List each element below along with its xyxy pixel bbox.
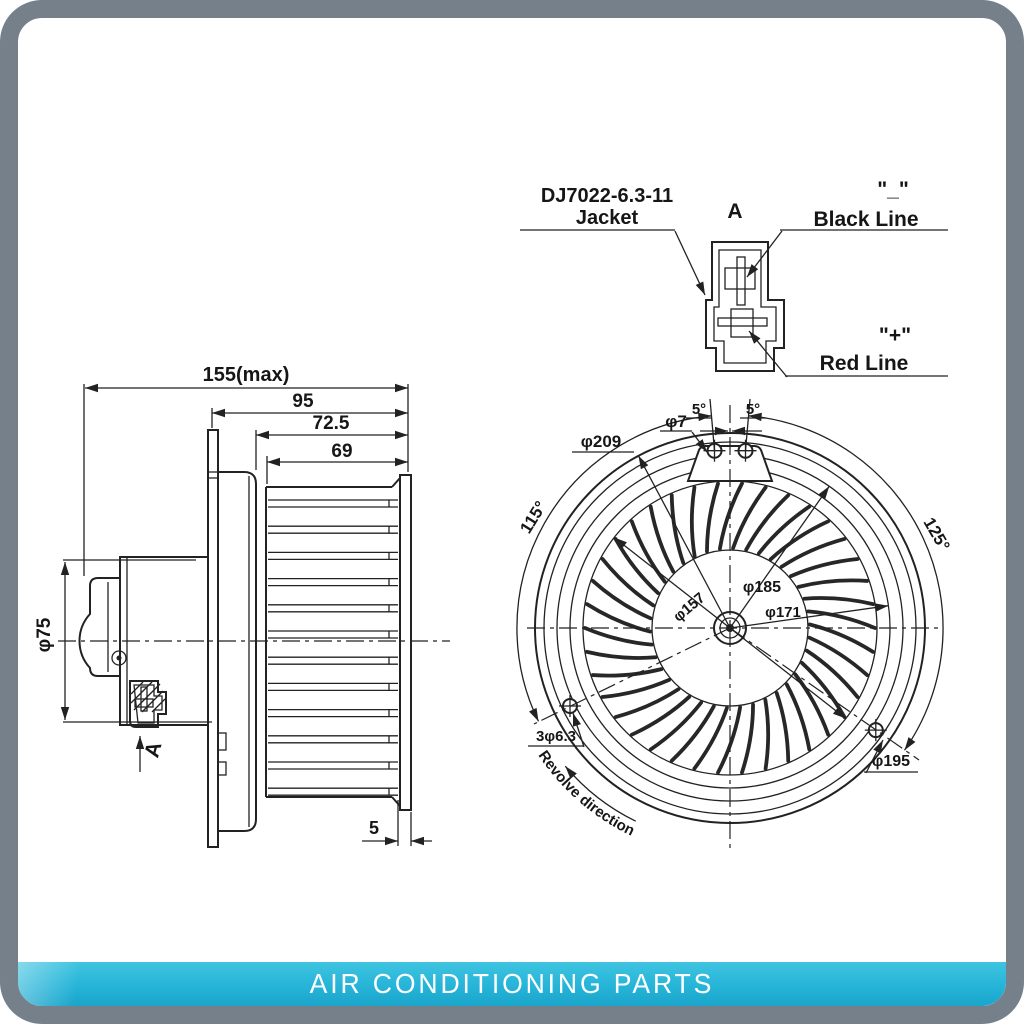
- connector-jacket-label: Jacket: [576, 207, 639, 229]
- revolve-direction-label: Revolve direction: [535, 748, 638, 840]
- dim-outer-diameter: φ209: [581, 432, 622, 451]
- dim-angle-top-right: 5°: [746, 401, 760, 418]
- positive-wire-label: Red Line: [820, 352, 909, 375]
- blower-wheel-side: [265, 474, 412, 811]
- connector-part-number: DJ7022-6.3-11: [541, 185, 673, 207]
- blower-blades: [583, 481, 877, 775]
- dim-flange-thickness: 5: [369, 818, 379, 838]
- dim-angle-left: 115°: [516, 498, 550, 537]
- section-label: A: [140, 739, 166, 760]
- scroll-flange: [218, 471, 257, 832]
- dim-pilot-hole: φ7: [665, 412, 687, 431]
- connector-detail: DJ7022-6.3-11 Jacket A "_" Black Line "+…: [520, 178, 948, 378]
- positive-terminal: [717, 317, 768, 327]
- negative-wire-label: Black Line: [813, 208, 918, 231]
- dim-angle-right: 125°: [920, 514, 954, 554]
- front-view: Revolve direction φ209 φ7 5° 5° 115° 125…: [516, 398, 954, 852]
- motor-bearing: [111, 650, 127, 666]
- dim-72-5: 72.5: [313, 413, 350, 434]
- side-view: A 155(max) 95 72.5 69 φ75 5: [34, 364, 450, 848]
- mounting-plate: [207, 429, 219, 848]
- negative-terminal: [736, 256, 746, 306]
- side-connector: [129, 680, 167, 728]
- connector-housing: [705, 241, 785, 372]
- negative-symbol: "_": [877, 178, 909, 201]
- dim-angle-top-left: 5°: [692, 401, 706, 418]
- motor-end-cap: [78, 577, 120, 677]
- dim-95: 95: [292, 391, 314, 412]
- banner-label: AIR CONDITIONING PARTS: [309, 968, 715, 999]
- dim-185: φ185: [743, 579, 781, 596]
- positive-symbol: "+": [879, 324, 911, 347]
- connector-view-label: A: [727, 200, 742, 223]
- dim-171: φ171: [765, 604, 801, 621]
- dim-motor-diameter: φ75: [34, 617, 55, 652]
- dim-bolt-circle: φ195: [872, 753, 910, 770]
- banner: AIR CONDITIONING PARTS: [18, 962, 1006, 1006]
- dim-overall-length: 155(max): [203, 364, 290, 386]
- dim-69: 69: [331, 441, 352, 462]
- dim-mounting-holes: 3φ6.3: [536, 728, 576, 745]
